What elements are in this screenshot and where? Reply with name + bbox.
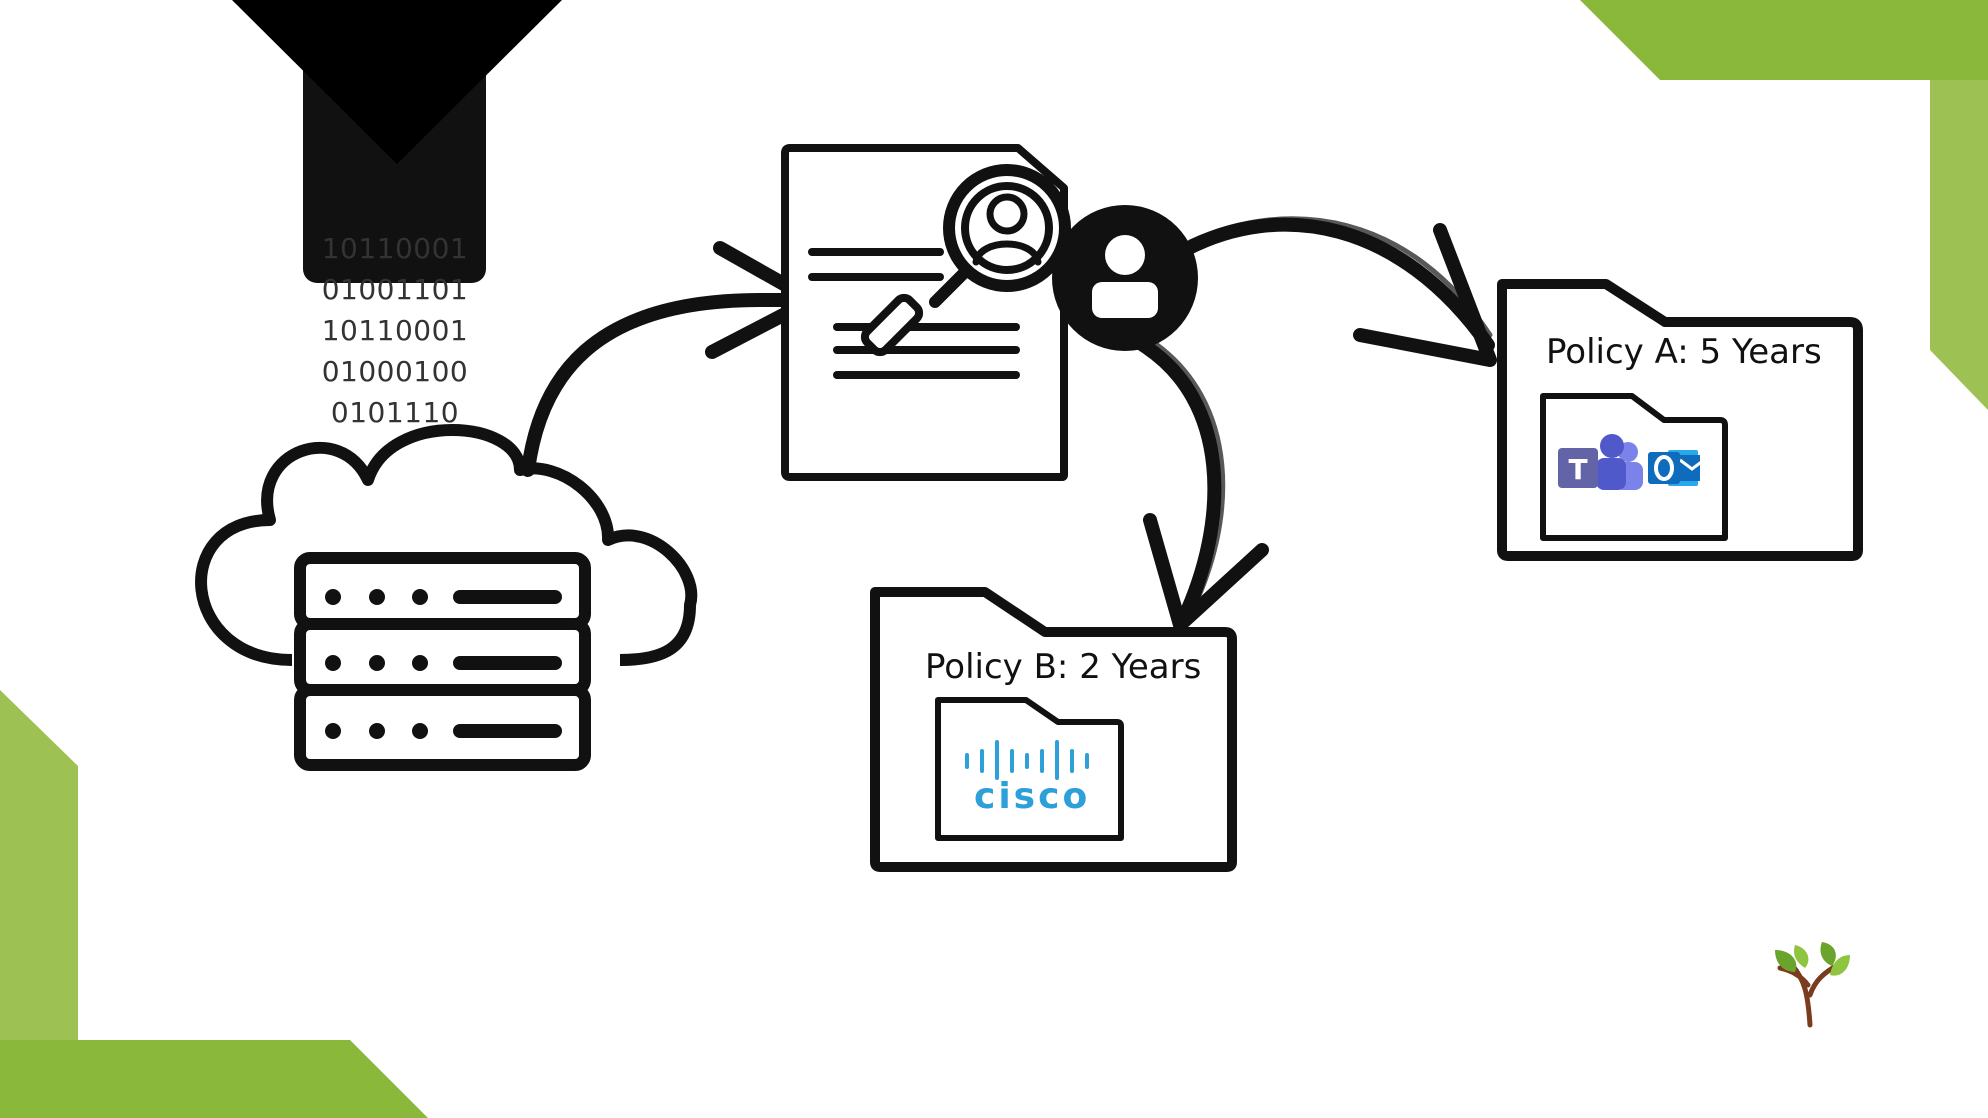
arrow-cloud-to-document: [521, 241, 819, 477]
user-icon: [1052, 205, 1198, 351]
outlook-icon: [1648, 450, 1705, 486]
teams-icon: T: [1558, 434, 1643, 490]
top-banner-shape: [232, 0, 562, 283]
corner-decoration-top-right: [1580, 0, 1988, 80]
arrow-to-policy-b: [1136, 337, 1269, 632]
corner-decoration-right: [1930, 80, 1988, 410]
svg-text:T: T: [1568, 453, 1587, 486]
policy-a-folder-icon: [1497, 279, 1863, 561]
binary-line: 01000100: [321, 355, 469, 388]
binary-line: 0101110: [330, 396, 460, 429]
binary-data-text: 10110001 01001101 10110001 01000100 0101…: [290, 228, 500, 433]
document-search-icon: [781, 144, 1071, 481]
corner-decoration-left: [0, 690, 78, 1118]
arrow-to-policy-a: [1178, 216, 1497, 367]
cloud-server-icon: [195, 424, 698, 771]
corner-decoration-bottom-left: [0, 1040, 428, 1118]
cisco-logo: [965, 740, 1089, 780]
policy-b-folder-icon: [870, 587, 1237, 872]
policy-b-label: Policy B: 2 Years: [925, 647, 1202, 687]
binary-line: 10110001: [321, 314, 469, 347]
cisco-logo-text: CISCO: [974, 776, 1091, 817]
policy-a-label: Policy A: 5 Years: [1546, 332, 1822, 372]
binary-line: 10110001: [321, 232, 469, 265]
binary-line: 01001101: [321, 273, 469, 306]
tree-logo: [1775, 942, 1850, 1028]
